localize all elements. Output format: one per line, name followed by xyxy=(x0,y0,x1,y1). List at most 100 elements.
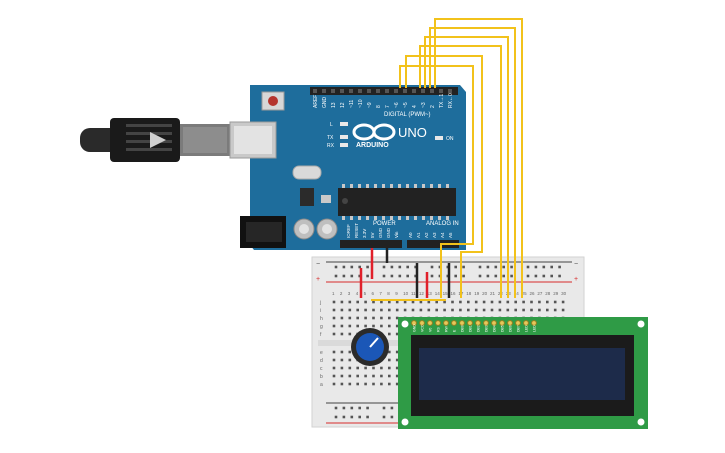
breadboard-hole[interactable] xyxy=(382,265,386,269)
breadboard-hole[interactable] xyxy=(414,274,417,278)
breadboard-hole[interactable] xyxy=(459,300,462,304)
lcd-header-pin[interactable] xyxy=(459,320,465,326)
lcd-header-pin[interactable] xyxy=(499,320,505,326)
breadboard-hole[interactable] xyxy=(348,350,352,354)
potentiometer[interactable] xyxy=(351,328,389,366)
breadboard-hole[interactable] xyxy=(514,308,517,312)
breadboard-hole[interactable] xyxy=(430,265,434,269)
breadboard-hole[interactable] xyxy=(342,415,346,419)
breadboard-hole[interactable] xyxy=(372,316,375,320)
breadboard-hole[interactable] xyxy=(372,324,375,328)
breadboard-hole[interactable] xyxy=(342,406,346,410)
lcd-header-pin[interactable] xyxy=(467,320,473,326)
lcd-header-pin[interactable] xyxy=(507,320,513,326)
breadboard-hole[interactable] xyxy=(382,406,386,410)
breadboard-hole[interactable] xyxy=(451,308,454,312)
breadboard-hole[interactable] xyxy=(395,366,399,370)
breadboard-hole[interactable] xyxy=(395,374,399,378)
breadboard-hole[interactable] xyxy=(534,265,538,269)
breadboard-hole[interactable] xyxy=(332,358,336,362)
breadboard-hole[interactable] xyxy=(358,265,361,269)
breadboard-hole[interactable] xyxy=(350,274,354,278)
breadboard-hole[interactable] xyxy=(380,308,383,312)
breadboard-hole[interactable] xyxy=(340,358,344,362)
breadboard-hole[interactable] xyxy=(332,332,336,336)
breadboard-hole[interactable] xyxy=(522,308,525,312)
breadboard-hole[interactable] xyxy=(443,308,446,312)
breadboard-hole[interactable] xyxy=(474,308,478,312)
breadboard-hole[interactable] xyxy=(372,374,375,378)
breadboard-hole[interactable] xyxy=(506,300,510,304)
lcd-header-pin[interactable] xyxy=(427,320,433,326)
wire-signal[interactable] xyxy=(399,65,474,298)
breadboard-hole[interactable] xyxy=(395,382,399,386)
breadboard-hole[interactable] xyxy=(332,382,336,386)
breadboard-hole[interactable] xyxy=(332,316,336,320)
breadboard-hole[interactable] xyxy=(403,308,407,312)
breadboard-hole[interactable] xyxy=(388,332,391,336)
breadboard-hole[interactable] xyxy=(382,415,386,419)
breadboard-hole[interactable] xyxy=(530,300,533,304)
breadboard-hole[interactable] xyxy=(388,316,391,320)
breadboard-hole[interactable] xyxy=(542,265,546,269)
breadboard-hole[interactable] xyxy=(462,274,465,278)
lcd-header-pin[interactable] xyxy=(443,320,449,326)
breadboard-hole[interactable] xyxy=(340,382,344,386)
breadboard-hole[interactable] xyxy=(395,316,399,320)
breadboard-hole[interactable] xyxy=(411,300,415,304)
breadboard-hole[interactable] xyxy=(419,300,423,304)
breadboard-hole[interactable] xyxy=(388,350,391,354)
breadboard-hole[interactable] xyxy=(356,366,359,370)
breadboard-hole[interactable] xyxy=(348,316,352,320)
breadboard-hole[interactable] xyxy=(388,382,391,386)
breadboard-hole[interactable] xyxy=(372,308,375,312)
breadboard-hole[interactable] xyxy=(388,374,391,378)
breadboard-hole[interactable] xyxy=(356,308,359,312)
breadboard-hole[interactable] xyxy=(332,374,336,378)
breadboard-hole[interactable] xyxy=(380,300,383,304)
breadboard-hole[interactable] xyxy=(356,300,359,304)
lcd-header-pin[interactable] xyxy=(435,320,441,326)
breadboard-hole[interactable] xyxy=(558,265,561,269)
breadboard-hole[interactable] xyxy=(546,308,549,312)
usb-cable[interactable] xyxy=(80,118,230,162)
breadboard-hole[interactable] xyxy=(342,274,346,278)
breadboard-hole[interactable] xyxy=(538,300,541,304)
breadboard-hole[interactable] xyxy=(546,300,549,304)
breadboard-hole[interactable] xyxy=(364,382,367,386)
breadboard-hole[interactable] xyxy=(482,300,486,304)
breadboard-hole[interactable] xyxy=(348,300,352,304)
breadboard-hole[interactable] xyxy=(358,406,361,410)
breadboard-hole[interactable] xyxy=(494,274,498,278)
breadboard-hole[interactable] xyxy=(340,324,344,328)
lcd-header-pin[interactable] xyxy=(515,320,521,326)
breadboard-hole[interactable] xyxy=(414,265,417,269)
breadboard-hole[interactable] xyxy=(342,265,346,269)
breadboard-hole[interactable] xyxy=(348,382,352,386)
breadboard-hole[interactable] xyxy=(534,274,538,278)
breadboard-hole[interactable] xyxy=(380,324,383,328)
breadboard-hole[interactable] xyxy=(340,350,344,354)
breadboard-hole[interactable] xyxy=(364,300,367,304)
breadboard-hole[interactable] xyxy=(478,265,482,269)
breadboard-hole[interactable] xyxy=(443,300,446,304)
breadboard-hole[interactable] xyxy=(395,358,399,362)
breadboard-hole[interactable] xyxy=(398,265,402,269)
breadboard-hole[interactable] xyxy=(506,308,510,312)
breadboard-hole[interactable] xyxy=(406,274,409,278)
breadboard-hole[interactable] xyxy=(510,265,513,269)
lcd-header-pin[interactable] xyxy=(451,320,457,326)
breadboard-hole[interactable] xyxy=(388,366,391,370)
breadboard-hole[interactable] xyxy=(435,308,438,312)
breadboard-hole[interactable] xyxy=(340,374,344,378)
breadboard-hole[interactable] xyxy=(332,308,336,312)
breadboard-hole[interactable] xyxy=(388,358,391,362)
breadboard-hole[interactable] xyxy=(558,274,561,278)
breadboard-hole[interactable] xyxy=(356,382,359,386)
breadboard-hole[interactable] xyxy=(348,332,352,336)
breadboard-hole[interactable] xyxy=(498,300,502,304)
breadboard-hole[interactable] xyxy=(364,308,367,312)
breadboard-hole[interactable] xyxy=(340,300,344,304)
breadboard-hole[interactable] xyxy=(332,366,336,370)
breadboard-hole[interactable] xyxy=(490,308,494,312)
